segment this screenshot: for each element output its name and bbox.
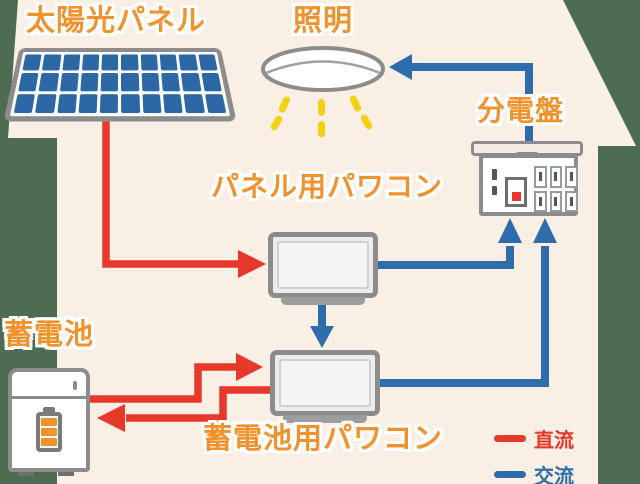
- solar-cell: [100, 73, 119, 91]
- solar-cell: [140, 54, 159, 71]
- battery-inverter-icon: [270, 350, 380, 423]
- solar-cell: [178, 54, 198, 71]
- solar-cell: [22, 54, 42, 71]
- solar-panel-icon: [3, 47, 237, 122]
- solar-cell: [198, 54, 218, 71]
- inverter-base: [283, 415, 367, 423]
- lighting-label: 照明: [293, 3, 354, 37]
- solar-cell: [35, 93, 57, 114]
- distribution-board-label: 分電盤: [477, 94, 565, 127]
- inverter-screen: [277, 241, 369, 289]
- dc-line-sample: [494, 435, 526, 442]
- solar-cell: [13, 93, 36, 114]
- battery-label: 蓄電池: [4, 317, 95, 351]
- solar-cell: [38, 73, 59, 91]
- dc-line-battery-inverter-to-battery: [126, 386, 272, 422]
- legend: 直流 交流: [494, 424, 574, 484]
- solar-cell: [161, 73, 181, 91]
- light-rays-icon: [270, 95, 373, 137]
- solar-cell: [18, 73, 39, 91]
- breaker-slot-switch: [554, 196, 558, 206]
- solar-cell: [78, 93, 98, 114]
- legend-row-ac: 交流: [494, 460, 574, 484]
- board-indicator: [492, 169, 497, 180]
- dc-arrowhead-into-panel-inverter: [238, 250, 266, 278]
- solar-cell: [121, 73, 140, 91]
- solar-cell: [59, 73, 79, 91]
- solar-cell: [81, 54, 100, 71]
- solar-cell: [142, 93, 162, 114]
- ac-line-battery-inverter-to-board: [378, 246, 549, 387]
- dc-line-battery-to-battery-inverter: [84, 363, 238, 403]
- ac-arrowhead-into-board-right: [533, 218, 557, 243]
- breaker-red-indicator: [511, 192, 521, 201]
- battery-inverter-label: 蓄電池用パワコン: [203, 421, 444, 455]
- ac-line-board-to-light: [410, 63, 533, 144]
- dc-legend-label: 直流: [534, 428, 574, 452]
- solar-cell: [181, 73, 202, 91]
- breaker-slot-switch: [570, 172, 574, 182]
- solar-cell: [80, 73, 99, 91]
- breaker-slot-switch: [554, 172, 558, 182]
- main-breaker-icon: [505, 177, 527, 207]
- breaker-slot-switch: [538, 196, 542, 206]
- ac-arrowhead-into-light: [389, 54, 412, 80]
- breaker-slots: [534, 166, 578, 212]
- solar-cell: [141, 73, 160, 91]
- solar-cell: [159, 54, 179, 71]
- battery-foot: [58, 468, 74, 476]
- inverter-base: [281, 297, 365, 305]
- ceiling-light-icon: [261, 46, 385, 92]
- solar-cell: [121, 54, 139, 71]
- distribution-board-icon: [479, 154, 578, 216]
- battery-foot: [18, 468, 34, 476]
- legend-row-dc: 直流: [494, 424, 574, 453]
- breaker-slot: [565, 190, 578, 212]
- breaker-slot-switch: [570, 196, 574, 206]
- battery-bar: [41, 438, 57, 446]
- solar-cell: [183, 93, 205, 114]
- breaker-slot: [534, 166, 547, 188]
- breaker-slot: [549, 166, 563, 188]
- solar-cell: [121, 93, 140, 114]
- solar-cell: [100, 93, 119, 114]
- battery-divider: [12, 396, 86, 399]
- solar-panel-label: 太陽光パネル: [26, 3, 207, 37]
- ac-arrowhead-into-board-left: [498, 218, 522, 243]
- dc-arrowhead-into-battery: [97, 404, 125, 432]
- solar-cell: [101, 54, 119, 71]
- ac-line-panel-inverter-to-board: [378, 246, 514, 269]
- battery-nub: [43, 407, 55, 412]
- breaker-slot: [549, 190, 563, 212]
- solar-cell: [163, 93, 184, 114]
- panel-inverter-icon: [268, 232, 378, 305]
- battery-unit-icon: [8, 368, 90, 472]
- solar-cell: [61, 54, 81, 71]
- breaker-slot: [534, 190, 547, 212]
- ac-legend-label: 交流: [534, 464, 574, 484]
- dc-line-solar-to-panel-inverter: [102, 108, 240, 268]
- board-indicator: [492, 186, 497, 195]
- solar-cell: [201, 73, 222, 91]
- ac-line-sample: [494, 471, 526, 478]
- battery-bar: [41, 418, 57, 426]
- panel-inverter-label: パネル用パワコン: [211, 170, 444, 203]
- solar-cell: [204, 93, 227, 114]
- inverter-screen: [279, 359, 371, 407]
- solar-cell: [42, 54, 62, 71]
- dc-arrowhead-into-battery-inverter: [236, 353, 263, 381]
- solar-cell: [56, 93, 77, 114]
- ac-arrowhead-into-battery-inverter: [310, 326, 334, 348]
- battery-bar: [41, 428, 57, 436]
- breaker-slot: [565, 166, 578, 188]
- battery-led: [73, 381, 77, 390]
- breaker-slot-switch: [538, 172, 542, 182]
- battery-charge-icon: [36, 407, 62, 452]
